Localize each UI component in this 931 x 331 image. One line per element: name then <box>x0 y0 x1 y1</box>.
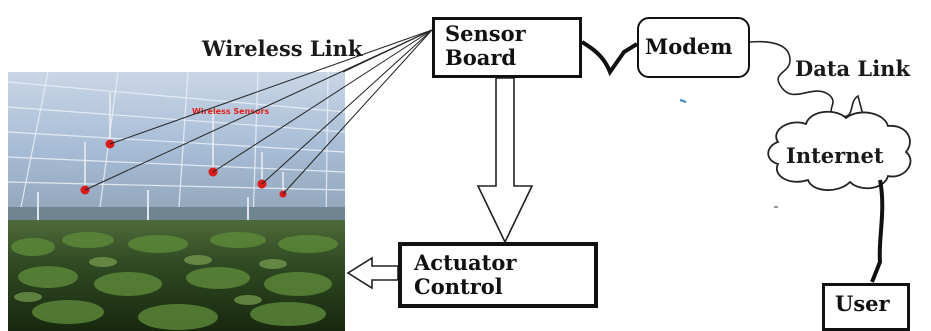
left-hollow-arrow <box>346 256 399 290</box>
wireless-link-label: Wireless Link <box>202 36 363 61</box>
actuator-control-label: Actuator Control <box>414 250 517 300</box>
wireless-link-lines <box>84 29 433 195</box>
user-box: User <box>822 283 910 331</box>
modem-box: Modem <box>637 17 750 78</box>
internet-user-link <box>870 179 885 283</box>
modem-label: Modem <box>645 34 733 59</box>
sensor-board-label: Sensor Board <box>445 21 526 71</box>
internet-cloud <box>767 110 912 191</box>
greenhouse-photo: Wireless Sensors <box>8 72 345 331</box>
wireless-sensors-label: Wireless Sensors <box>192 107 270 116</box>
actuator-line-2: Control <box>414 274 503 300</box>
stray-mark <box>679 99 687 103</box>
actuator-line-1: Actuator <box>414 250 517 275</box>
data-link-line <box>749 40 867 127</box>
sensor-board-box: Sensor Board <box>432 17 582 78</box>
actuator-control-box: Actuator Control <box>398 242 598 308</box>
sensor-board-line-2: Board <box>445 45 517 71</box>
user-label: User <box>835 291 890 316</box>
internet-label: Internet <box>786 143 884 168</box>
down-hollow-arrow <box>476 77 534 244</box>
sensor-board-line-1: Sensor <box>445 21 526 46</box>
data-link-label: Data Link <box>795 56 910 81</box>
board-modem-link <box>580 40 639 77</box>
